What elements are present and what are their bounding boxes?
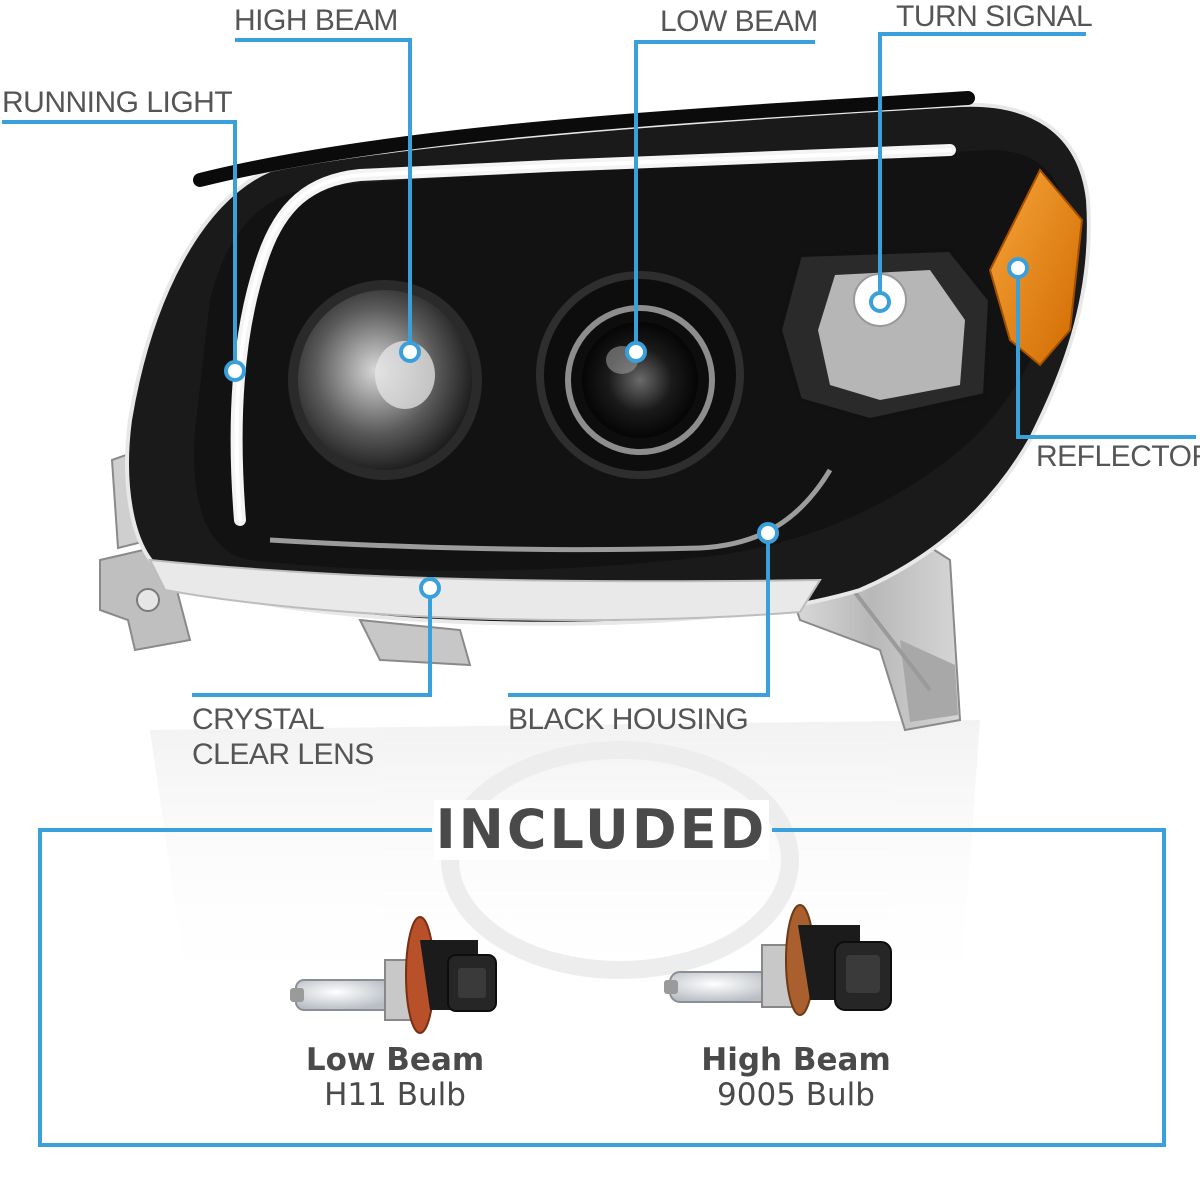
turn-signal-dot <box>869 291 891 313</box>
low-beam-bulb-type: H11 Bulb <box>324 1077 466 1113</box>
crystal-lens-label-line1: CRYSTAL <box>192 703 325 736</box>
low-beam-leader <box>634 40 815 352</box>
running-light-label: RUNNING LIGHT <box>2 86 233 119</box>
crystal-lens-leader <box>192 588 432 697</box>
black-housing-dot <box>757 522 779 544</box>
mounting-bracket <box>99 448 962 732</box>
callout-lines <box>2 32 1196 697</box>
9005-bulb-icon <box>664 904 892 1016</box>
low-beam-dot <box>625 341 647 363</box>
reflector-dot <box>1007 257 1029 279</box>
high-beam-bulb-name: High Beam <box>701 1042 891 1078</box>
crystal-lens-dot <box>419 577 441 599</box>
high-beam-leader <box>235 38 412 352</box>
floor-reflection <box>150 720 980 1010</box>
high-beam-bulb-type: 9005 Bulb <box>717 1077 875 1113</box>
low-beam-label: LOW BEAM <box>660 5 818 38</box>
reflector-leader <box>1016 268 1196 439</box>
high-beam-label: HIGH BEAM <box>234 4 398 37</box>
low-beam-bulb-name: Low Beam <box>305 1042 485 1078</box>
running-light-dot <box>224 360 246 382</box>
turn-signal-leader <box>878 32 1086 302</box>
headlight-housing <box>125 91 1091 626</box>
running-light-leader <box>2 120 237 370</box>
reflector-label: REFLECTOR <box>1036 440 1200 473</box>
included-title: INCLUDED <box>434 798 769 861</box>
high-beam-dot <box>399 341 421 363</box>
crystal-lens-label-line2: CLEAR LENS <box>192 738 374 771</box>
black-housing-leader <box>508 533 770 697</box>
h11-bulb-icon <box>290 916 497 1034</box>
turn-signal-label: TURN SIGNAL <box>896 0 1093 33</box>
included-box <box>38 828 1166 1147</box>
black-housing-label: BLACK HOUSING <box>508 703 749 736</box>
callout-dots <box>224 257 1029 599</box>
